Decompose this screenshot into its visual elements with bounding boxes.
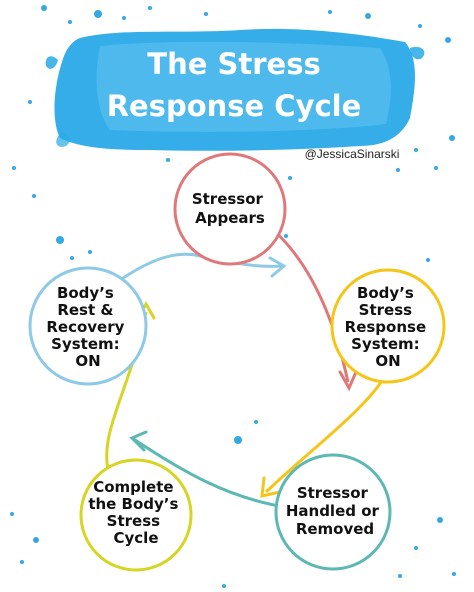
splatter-dot bbox=[166, 158, 170, 162]
splatter-dot bbox=[68, 20, 72, 24]
arrow-response-to-handled bbox=[264, 375, 387, 494]
splatter-dot bbox=[254, 420, 258, 424]
node-rest-line-4: System: bbox=[51, 335, 119, 353]
node-rest-line-5: ON bbox=[75, 352, 100, 370]
splatter-dot bbox=[70, 256, 74, 260]
node-response-line-5: ON bbox=[375, 352, 400, 370]
title-banner bbox=[45, 28, 425, 151]
node-rest-line-1: Body’s bbox=[57, 284, 114, 302]
splatter-dot bbox=[148, 6, 152, 10]
node-ring-stressor bbox=[173, 152, 287, 266]
splatter-dot bbox=[445, 37, 451, 43]
node-stress-response-system: Body’s Stress Response System: ON bbox=[330, 268, 446, 384]
splatter-dot bbox=[122, 16, 126, 20]
node-stressor-appears: Stressor Appears bbox=[173, 152, 287, 266]
splatter-dot bbox=[426, 258, 430, 262]
arrowhead-rest-to-stressor bbox=[268, 256, 287, 278]
splatter-dot bbox=[328, 10, 332, 14]
splatter-dot bbox=[437, 517, 443, 523]
splatter-dot bbox=[418, 24, 422, 28]
splatter-dot bbox=[452, 572, 456, 576]
arrow-handled-to-complete bbox=[131, 436, 293, 510]
node-ring-complete bbox=[79, 458, 193, 572]
node-ring-response bbox=[330, 268, 446, 384]
splatter-dot bbox=[288, 176, 292, 180]
splatter-dot bbox=[414, 148, 418, 152]
node-stressor-handled: Stressor Handled or Removed bbox=[274, 453, 392, 571]
node-response-line-4: System: bbox=[351, 335, 419, 353]
author-handle: @JessicaSinarski bbox=[305, 147, 400, 161]
node-ring-handled bbox=[274, 453, 392, 571]
splatter-dot bbox=[449, 135, 455, 141]
splatter-dot bbox=[204, 12, 208, 16]
node-complete-line-1: Complete bbox=[93, 478, 173, 496]
node-rest-line-3: Recovery bbox=[46, 318, 124, 336]
splatter-dot bbox=[20, 560, 24, 564]
arrowhead-response-to-handled bbox=[260, 476, 282, 498]
splatter-dot bbox=[414, 546, 418, 550]
arrowhead-stressor-to-response bbox=[338, 370, 358, 392]
node-handled-line-2: Handled or bbox=[286, 502, 380, 520]
node-handled-line-3: Removed bbox=[296, 520, 374, 538]
node-ring-rest bbox=[28, 266, 148, 386]
splatter-dot bbox=[12, 166, 16, 170]
node-label-handled: Stressor Handled or Removed bbox=[286, 484, 384, 538]
node-complete-line-2: the Body’s bbox=[88, 495, 178, 513]
node-stressor-line-2: Appears bbox=[195, 209, 265, 227]
splatter-dot bbox=[396, 168, 400, 172]
splatter-dot bbox=[434, 166, 438, 170]
title-line-1: The Stress bbox=[147, 47, 320, 81]
splatter-dot bbox=[28, 100, 32, 104]
node-complete-line-3: Stress bbox=[107, 512, 160, 530]
splatter-dot bbox=[234, 436, 242, 444]
splatter-dot bbox=[284, 234, 288, 238]
node-stressor-line-1: Stressor bbox=[192, 190, 264, 208]
node-handled-line-1: Stressor bbox=[297, 484, 369, 502]
title-line-2: Response Cycle bbox=[107, 89, 362, 123]
node-rest-recovery-system: Body’s Rest & Recovery System: ON bbox=[28, 266, 148, 386]
node-response-line-3: Response bbox=[345, 318, 426, 336]
node-rest-line-2: Rest & bbox=[57, 301, 113, 319]
splatter-dot bbox=[222, 584, 226, 588]
node-complete-line-4: Cycle bbox=[114, 529, 159, 547]
splatter-dot bbox=[41, 5, 47, 11]
node-response-line-2: Stress bbox=[359, 301, 412, 319]
node-label-response: Body’s Stress Response System: ON bbox=[345, 284, 432, 370]
splatter-dot bbox=[94, 10, 102, 18]
splatter-dot bbox=[398, 574, 402, 578]
splatter-dot bbox=[10, 512, 14, 516]
arrow-stressor-to-response bbox=[263, 220, 350, 383]
splatter-dot bbox=[32, 194, 36, 198]
splatter-dot bbox=[365, 13, 371, 19]
node-label-stressor: Stressor Appears bbox=[192, 190, 268, 227]
splatter-dot bbox=[88, 250, 92, 254]
cycle-arrows bbox=[105, 220, 387, 510]
splatter-dot bbox=[56, 236, 64, 244]
node-label-complete: Complete the Body’s Stress Cycle bbox=[88, 478, 183, 547]
splatter-dot bbox=[33, 537, 39, 543]
node-complete-stress-cycle: Complete the Body’s Stress Cycle bbox=[79, 458, 193, 572]
arrowhead-handled-to-complete bbox=[129, 430, 148, 452]
node-label-rest: Body’s Rest & Recovery System: ON bbox=[46, 284, 129, 370]
node-response-line-1: Body’s bbox=[357, 284, 414, 302]
paint-splatter bbox=[10, 5, 456, 588]
